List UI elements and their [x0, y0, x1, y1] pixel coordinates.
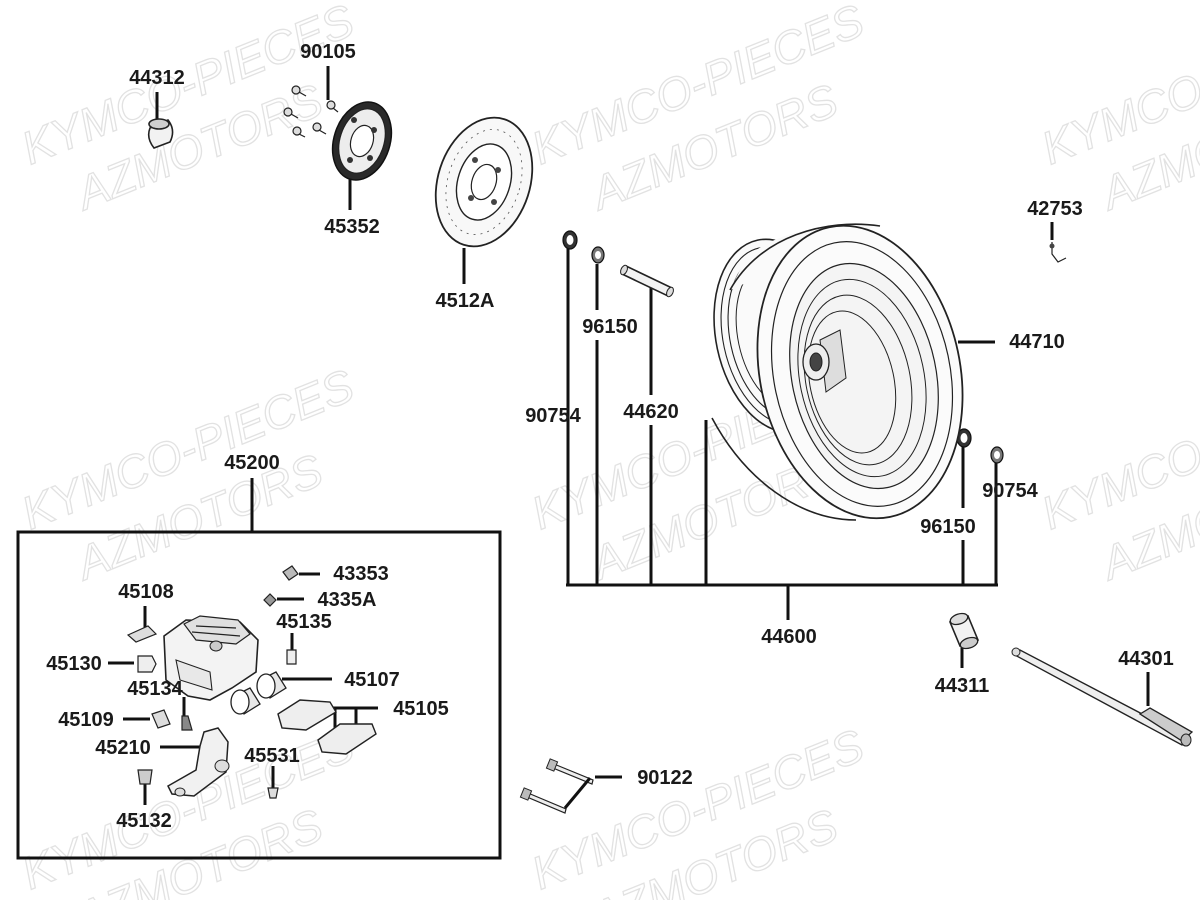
label-45352: 45352 [324, 216, 380, 238]
seal-90754-right-part [990, 446, 1004, 464]
label-43353: 43353 [333, 563, 389, 585]
pin-45135-part [286, 649, 297, 665]
caliper-body-part [163, 615, 259, 701]
label-45107: 45107 [344, 669, 400, 691]
label-96150-a: 96150 [582, 316, 638, 338]
bearing-96150-right-part [956, 428, 972, 448]
label-45134: 45134 [127, 678, 183, 700]
label-4335A: 4335A [318, 589, 377, 611]
pin-45130-part [137, 655, 157, 673]
brake-pads-45105-part [277, 699, 377, 755]
axle-44301-part [1011, 647, 1194, 747]
bolt-45132-part [137, 769, 153, 785]
label-4512A: 4512A [436, 290, 495, 312]
seal-90754-left-part [562, 230, 578, 250]
brake-disc-4512A-part [434, 116, 534, 248]
label-90122: 90122 [637, 767, 693, 789]
collar-44311-part [948, 612, 980, 650]
label-45108: 45108 [118, 581, 174, 603]
caliper-assembly-box [16, 530, 502, 860]
disc-hub-45352-part [331, 101, 393, 181]
label-96150-b: 96150 [920, 516, 976, 538]
bolts-90122-part [519, 758, 594, 814]
spring-45108-part [126, 625, 158, 643]
label-44312: 44312 [129, 67, 185, 89]
label-44710: 44710 [1009, 331, 1065, 353]
bearing-96150-left-part [591, 246, 605, 264]
cap-45531-part [267, 787, 279, 799]
label-45105: 45105 [393, 698, 449, 720]
label-45130: 45130 [46, 653, 102, 675]
bracket-45210-part [167, 727, 230, 797]
label-44311: 44311 [935, 675, 990, 697]
spring-45134-part [181, 715, 193, 731]
wheel-tire-44710-part [711, 223, 964, 521]
valve-42753-part [1049, 242, 1067, 263]
caliper-parts [126, 565, 377, 799]
label-44301: 44301 [1118, 648, 1174, 670]
part-labels: 44312 90105 45352 4512A 42753 96150 4462… [46, 41, 1174, 832]
callout-lines [108, 66, 1150, 805]
label-90105: 90105 [300, 41, 356, 63]
screw-43353-part [282, 565, 299, 581]
label-42753: 42753 [1027, 198, 1083, 220]
label-44600: 44600 [761, 626, 817, 648]
pistons-45107-part [230, 671, 287, 715]
label-90754-b: 90754 [982, 480, 1038, 502]
label-44620: 44620 [623, 401, 679, 423]
label-45531: 45531 [244, 745, 300, 767]
label-45132: 45132 [116, 810, 172, 832]
collar-44312-part [147, 118, 174, 149]
label-45210: 45210 [95, 737, 151, 759]
label-45200: 45200 [224, 452, 280, 474]
label-90754-a: 90754 [525, 405, 581, 427]
bolts-90105-part [283, 85, 339, 138]
label-45135: 45135 [276, 611, 332, 633]
label-45109: 45109 [58, 709, 114, 731]
collar-44620-part [620, 264, 674, 298]
bleeder-4335A-part [263, 593, 277, 607]
clip-45109-part [151, 709, 171, 729]
